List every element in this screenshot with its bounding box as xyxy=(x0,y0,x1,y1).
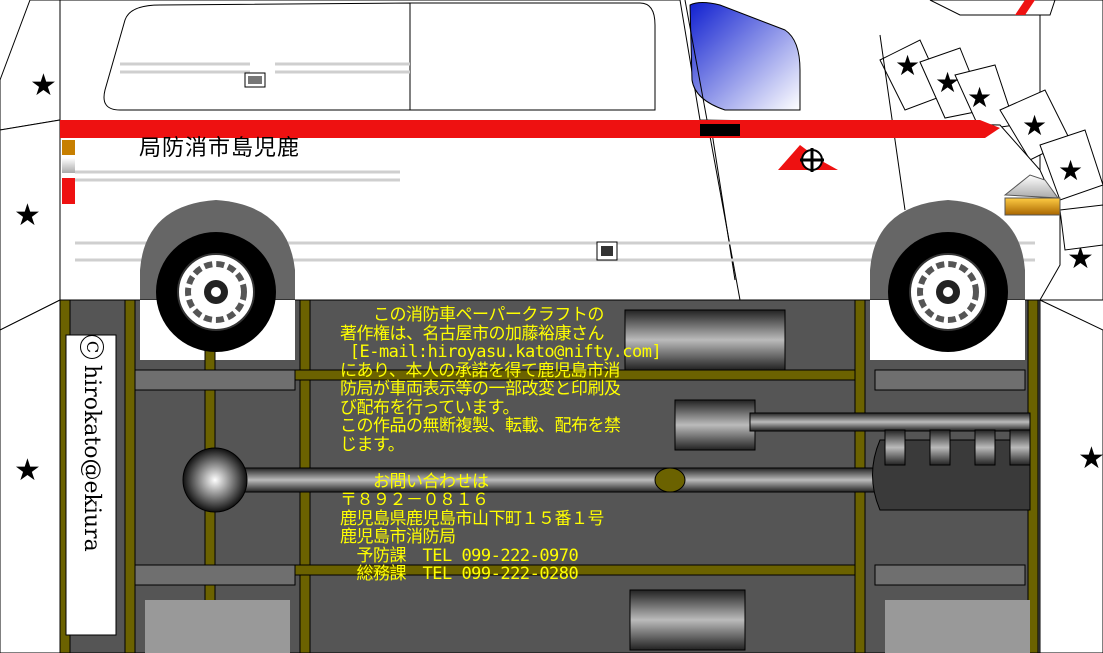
notice-line: び配布を行っています。 xyxy=(340,397,519,418)
credit-text: hirokato@ekiura xyxy=(79,365,105,552)
front-wheel xyxy=(888,232,1008,352)
front-tab-stars: ★ ★ ★ ★ ★ xyxy=(895,49,1083,187)
rear-window xyxy=(103,2,411,111)
credit-text-row: C hirokato@ekiura xyxy=(68,335,116,635)
rear-lamp-amber xyxy=(62,140,75,155)
notice-line: お問い合わせは xyxy=(340,471,489,492)
side-steps xyxy=(134,369,1026,586)
exhaust-pipe xyxy=(749,412,1031,432)
tank-b xyxy=(629,589,746,651)
handle-inner xyxy=(248,76,262,84)
notice-line: にあり、本人の承諾を得て鹿児島市消 xyxy=(340,360,620,381)
door-line xyxy=(684,0,741,301)
middle-window xyxy=(409,2,656,111)
star-icon: ★ xyxy=(1078,441,1103,476)
star-icon: ★ xyxy=(1058,154,1083,187)
diff-rear xyxy=(182,447,248,513)
notice-line: 鹿児島県鹿児島市山下町１５番１号 xyxy=(340,508,605,529)
star-icon: ★ xyxy=(967,81,992,114)
notice-line: [E-mail:hiroyasu.kato@nifty.com] xyxy=(340,342,662,362)
mirror-mount xyxy=(700,124,740,136)
star-icon: ★ xyxy=(935,66,960,99)
notice-line: この作品の無断複製、転載、配布を禁 xyxy=(340,416,621,436)
fuel-cap-inner xyxy=(601,246,613,256)
vents xyxy=(145,600,1030,653)
rear-lamp-white xyxy=(62,158,75,173)
notice-line: 予防課 TEL 099-222-0970 xyxy=(340,545,579,566)
front-tabs xyxy=(879,39,1103,251)
notice-line: 著作権は、名古屋市の加藤裕康さん xyxy=(340,323,605,344)
star-icon: ★ xyxy=(14,198,41,233)
rear-wheel xyxy=(156,232,276,352)
notice-line: 鹿児島市消防局 xyxy=(340,527,456,547)
star-icon: ★ xyxy=(1022,109,1047,142)
notice-line xyxy=(340,454,720,473)
star-icon: ★ xyxy=(30,68,57,103)
joint xyxy=(654,467,686,493)
rear-lamp-red xyxy=(62,178,75,204)
tank-a xyxy=(624,309,786,371)
vehicle-side-label: 局防消市島児鹿 xyxy=(139,136,301,161)
top-corner-tab xyxy=(929,0,1056,16)
headlamp xyxy=(1003,174,1060,199)
notice-line: 防局が車両表示等の一部改変と印刷及 xyxy=(340,379,621,399)
copyright-icon: C xyxy=(80,335,104,359)
notice-line: じます。 xyxy=(340,434,405,455)
notice-line: この消防車ペーパークラフトの xyxy=(340,305,604,325)
notice-line: 総務課 TEL 099-222-0280 xyxy=(340,564,579,584)
tank-straps xyxy=(884,429,1031,466)
drive-shaft xyxy=(239,467,881,493)
amber-lamp xyxy=(1004,197,1061,216)
fire-emblem-icon xyxy=(778,145,838,172)
credit-box xyxy=(65,334,117,636)
top-red-mark xyxy=(1015,0,1035,15)
star-icon: ★ xyxy=(14,453,41,488)
front-window xyxy=(689,2,801,111)
door-line-3 xyxy=(709,119,736,281)
notice-line: 〒８９２－０８１６ xyxy=(340,490,489,510)
copyright-notice: この消防車ペーパークラフトの 著作権は、名古屋市の加藤裕康さん [E-mail:… xyxy=(340,306,720,584)
credit: C hirokato@ekiura xyxy=(66,335,116,635)
star-icon: ★ xyxy=(895,49,920,82)
red-stripe xyxy=(60,120,1000,138)
muffler xyxy=(674,399,756,451)
